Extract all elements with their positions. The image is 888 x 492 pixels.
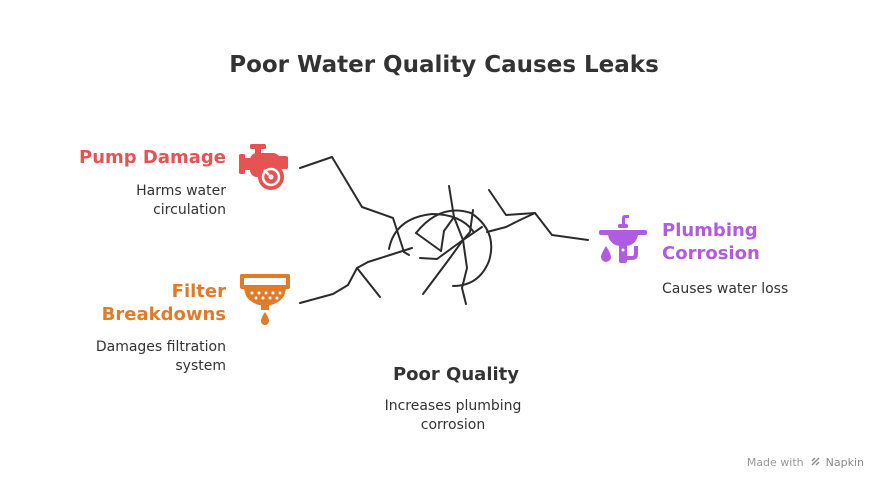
diagram-title: Poor Water Quality Causes Leaks xyxy=(229,52,659,78)
plumbing-corrosion-label: Plumbing Corrosion xyxy=(662,219,760,265)
plumbing-corrosion-label-line2: Corrosion xyxy=(662,243,760,264)
plumbing-corrosion-description: Causes water loss xyxy=(662,281,789,297)
pump-icon xyxy=(239,144,288,190)
filter-breakdowns-label-line1: Filter xyxy=(171,281,226,302)
sink-icon xyxy=(599,215,647,263)
plumbing-corrosion-label-line1: Plumbing xyxy=(662,220,758,241)
napkin-logo-icon xyxy=(811,456,820,469)
made-with-text: Made with xyxy=(746,456,804,469)
made-with-footer[interactable]: Made with Napkin xyxy=(747,456,864,469)
poor-quality-label: Poor Quality xyxy=(392,364,519,385)
poor-quality-description: Increases plumbing corrosion xyxy=(384,398,522,433)
filter-breakdowns-label: Filter Breakdowns xyxy=(102,280,226,326)
pump-damage-label: Pump Damage xyxy=(79,147,226,168)
napkin-brand: Napkin xyxy=(825,456,864,469)
filter-breakdowns-description: Damages filtration system xyxy=(95,339,226,374)
pump-damage-description: Harms water circulation xyxy=(136,183,226,218)
filter-breakdowns-label-line2: Breakdowns xyxy=(101,304,226,325)
filter-icon xyxy=(240,274,290,325)
